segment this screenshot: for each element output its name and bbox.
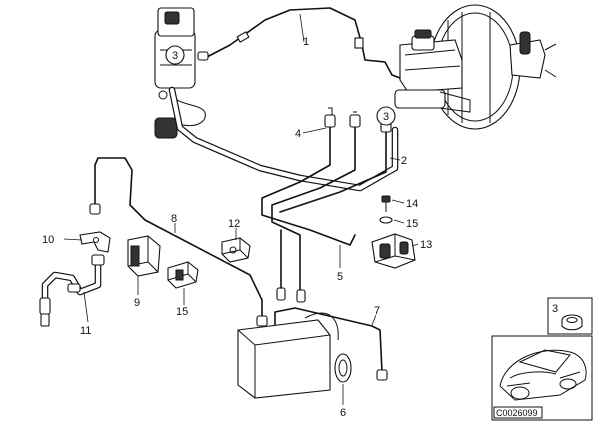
callout-numbers: 1 2 3 3 4 5 6 7 8 9 10 11 12 13 14 15 15 [42, 36, 432, 419]
grommet-6 [334, 353, 352, 383]
front-brake-hose [39, 254, 105, 327]
callout-11: 11 [80, 325, 91, 337]
callout-1: 1 [303, 36, 309, 48]
bracket-10 [79, 231, 111, 253]
inset-car-locator: C0026099 [491, 335, 593, 421]
callout-14: 14 [406, 198, 418, 210]
bolt-14 [381, 195, 391, 212]
master-cylinder [394, 29, 471, 113]
callout-15a: 15 [406, 218, 418, 230]
reference-code: C0026099 [496, 408, 538, 418]
callout-3b: 3 [383, 111, 389, 123]
leader-lines [63, 13, 419, 405]
callout-7: 7 [374, 305, 380, 317]
callout-9: 9 [134, 297, 140, 309]
callout-3a: 3 [172, 50, 178, 62]
callout-13: 13 [420, 239, 432, 251]
brake-booster [429, 4, 557, 130]
callout-5: 5 [337, 271, 343, 283]
brake-line-8 [89, 157, 268, 327]
washer-15 [379, 216, 393, 224]
inset-part-3: 3 [547, 297, 593, 335]
brake-line-5-ends [276, 229, 306, 303]
brake-line-bundle [168, 86, 399, 296]
callout-3-inset: 3 [552, 303, 558, 315]
callout-6: 6 [340, 407, 346, 419]
callout-15b: 15 [176, 306, 188, 318]
callout-8: 8 [171, 213, 177, 225]
clip-16 [167, 261, 199, 289]
rubber-mount-9 [127, 235, 161, 277]
brake-line-1 [197, 7, 401, 79]
callout-12: 12 [228, 218, 240, 230]
ring-3 [165, 45, 396, 126]
holder-13 [371, 233, 416, 269]
callout-4: 4 [295, 128, 301, 140]
clip-12 [221, 237, 251, 263]
rear-axle-carrier [237, 312, 339, 399]
callout-2: 2 [401, 155, 407, 167]
callout-10: 10 [42, 234, 54, 246]
line-fittings-top [324, 107, 392, 133]
